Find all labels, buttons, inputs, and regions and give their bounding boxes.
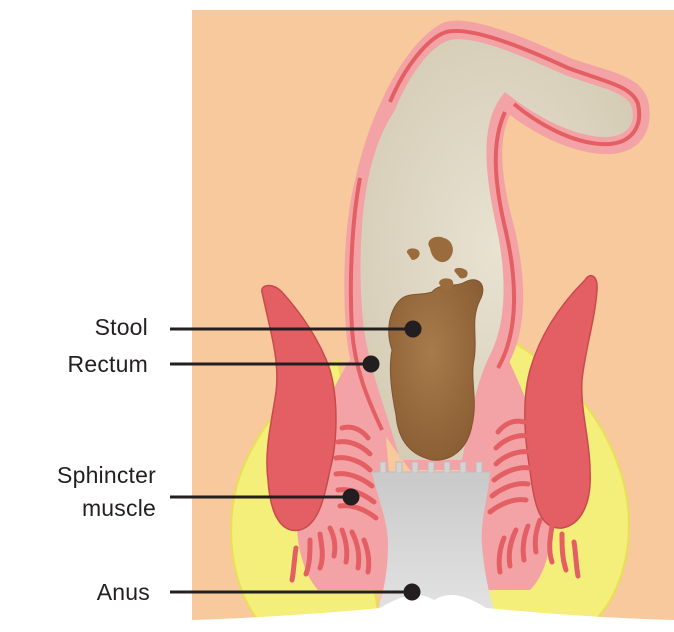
- pointer-dot-anus: [405, 585, 419, 599]
- label-sphincter-line2: muscle: [20, 494, 156, 522]
- label-rectum: Rectum: [30, 350, 148, 378]
- label-sphincter-line1: Sphincter: [20, 461, 156, 489]
- pointer-dot-rectum: [364, 357, 378, 371]
- stool-mass: [389, 280, 483, 460]
- pointer-dot-stool: [406, 322, 420, 336]
- label-stool: Stool: [60, 313, 148, 341]
- label-anus: Anus: [60, 578, 150, 606]
- anal-canal: [372, 472, 494, 610]
- pointer-dot-sphincter: [344, 490, 358, 504]
